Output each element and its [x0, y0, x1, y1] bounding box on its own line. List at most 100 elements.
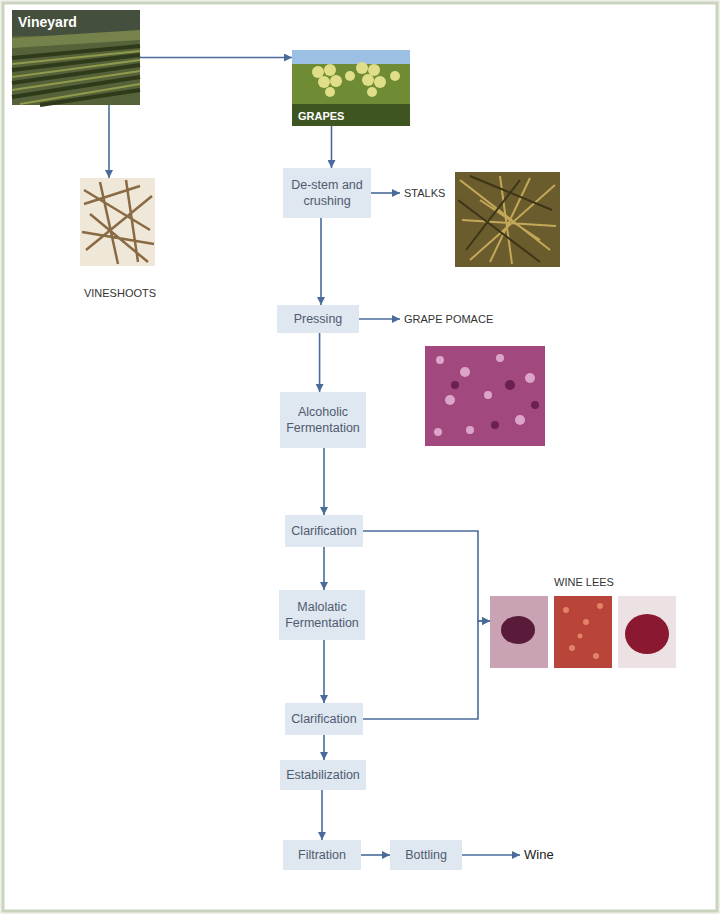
process-box: Filtration: [283, 840, 361, 870]
flow-arrow: [320, 218, 322, 305]
node-label: Filtration: [298, 847, 346, 863]
grape: [390, 71, 400, 81]
grape: [374, 76, 386, 88]
vineshoots-photo-box: VINESHOOTS: [78, 178, 162, 300]
grape: [330, 75, 342, 87]
lees-panel: [618, 596, 676, 668]
vine-rows: [12, 46, 140, 105]
flow-arrow: [462, 854, 520, 856]
grape: [345, 71, 355, 81]
pomace-bits: [434, 354, 535, 436]
process-box: Alcoholic Fermentation: [280, 392, 366, 448]
wine-lees-photo-box: WINE LEES: [490, 572, 678, 670]
node-label: Alcoholic Fermentation: [286, 404, 360, 437]
grapes-photo-box: GRAPES: [292, 50, 410, 126]
flow-arrow: [321, 790, 323, 840]
grape: [318, 76, 330, 88]
vine-shoot: [82, 180, 154, 264]
lees-grain: [583, 619, 589, 625]
process-box: Pressing: [277, 305, 359, 333]
lees-grain: [563, 607, 569, 613]
flow-arrow: [359, 318, 400, 320]
node-label: Wine: [524, 847, 554, 864]
pomace-photo-box: GRAPE POMACE: [400, 310, 548, 446]
pomace-bit: [484, 391, 492, 399]
stalks-photo: [455, 172, 560, 267]
pomace-bit: [466, 426, 474, 434]
photo-shade: [292, 104, 410, 126]
photo-ground: [80, 178, 155, 266]
pomace-bit: [525, 373, 535, 383]
flow-arrow: [361, 854, 390, 856]
lees-grain: [578, 634, 583, 639]
flow-arrow: [331, 126, 333, 168]
node-label: WINE LEES: [554, 575, 614, 589]
pomace-bit: [491, 421, 499, 429]
grape: [325, 87, 335, 97]
node-label: Clarification: [291, 523, 356, 539]
node-label: VINESHOOTS: [84, 286, 156, 300]
vineyard-photo-box: Vineyard: [12, 10, 140, 105]
photo-sky: [292, 50, 410, 64]
photo-ground: [12, 10, 140, 105]
pomace-bit: [460, 367, 470, 377]
pomace-bit: [445, 395, 455, 405]
vineshoots-photo: [80, 178, 155, 266]
node-label: GRAPES: [298, 109, 344, 123]
node-label: Pressing: [294, 311, 343, 327]
pomace-bit: [505, 380, 515, 390]
photo-ground: [455, 172, 560, 267]
node-label: Bottling: [405, 847, 447, 863]
stalk: [460, 176, 556, 264]
node-label: De-stem and crushing: [289, 177, 365, 210]
grapes-photo: [292, 50, 410, 126]
pomace-bit: [496, 354, 504, 362]
pomace-photo: [425, 346, 545, 446]
process-box: Bottling: [390, 840, 462, 870]
pomace-bit: [436, 356, 444, 364]
flow-arrow: [371, 192, 400, 194]
pomace-bits-dark: [451, 380, 539, 429]
stalks-photo-box: STALKS: [400, 172, 562, 272]
grape-cluster: [312, 62, 400, 97]
grape: [368, 64, 380, 76]
vine-rows-light: [12, 51, 140, 104]
flow-arrow: [140, 57, 292, 59]
process-box: Malolatic Fermentation: [279, 590, 365, 640]
vineyard-photo: [12, 10, 140, 105]
pomace-bit: [451, 381, 459, 389]
node-label: STALKS: [404, 186, 445, 200]
lees-blob: [501, 616, 535, 644]
process-box: Clarification: [285, 515, 363, 547]
flow-arrow: [319, 333, 321, 392]
lees-grain: [593, 653, 599, 659]
grape: [324, 64, 336, 76]
frame: [3, 3, 717, 911]
lees-grain: [597, 603, 603, 609]
grape: [362, 74, 374, 86]
flow-arrow: [108, 105, 110, 178]
process-box: De-stem and crushing: [283, 168, 371, 218]
node-label: Malolatic Fermentation: [285, 599, 359, 632]
pomace-bit: [515, 415, 525, 425]
node-label: Vineyard: [18, 13, 77, 31]
flow-arrow: [323, 735, 325, 760]
grape: [356, 62, 368, 74]
pomace-bit: [434, 428, 442, 436]
process-box: Estabilization: [280, 760, 366, 790]
photo-hill: [12, 30, 140, 48]
lees-grain: [569, 645, 575, 651]
node-label: Clarification: [291, 711, 356, 727]
process-box: Clarification: [285, 703, 363, 735]
lees-grains: [563, 603, 603, 659]
output-text-box: Wine: [520, 845, 558, 866]
flow-arrow: [323, 547, 325, 590]
node-label: Estabilization: [286, 767, 360, 783]
grape: [312, 66, 324, 78]
photo-ground: [292, 50, 410, 126]
pomace-bit: [531, 401, 539, 409]
wine-lees-photo: [490, 596, 676, 668]
node-label: GRAPE POMACE: [404, 312, 493, 326]
stalk-dark: [458, 176, 552, 262]
